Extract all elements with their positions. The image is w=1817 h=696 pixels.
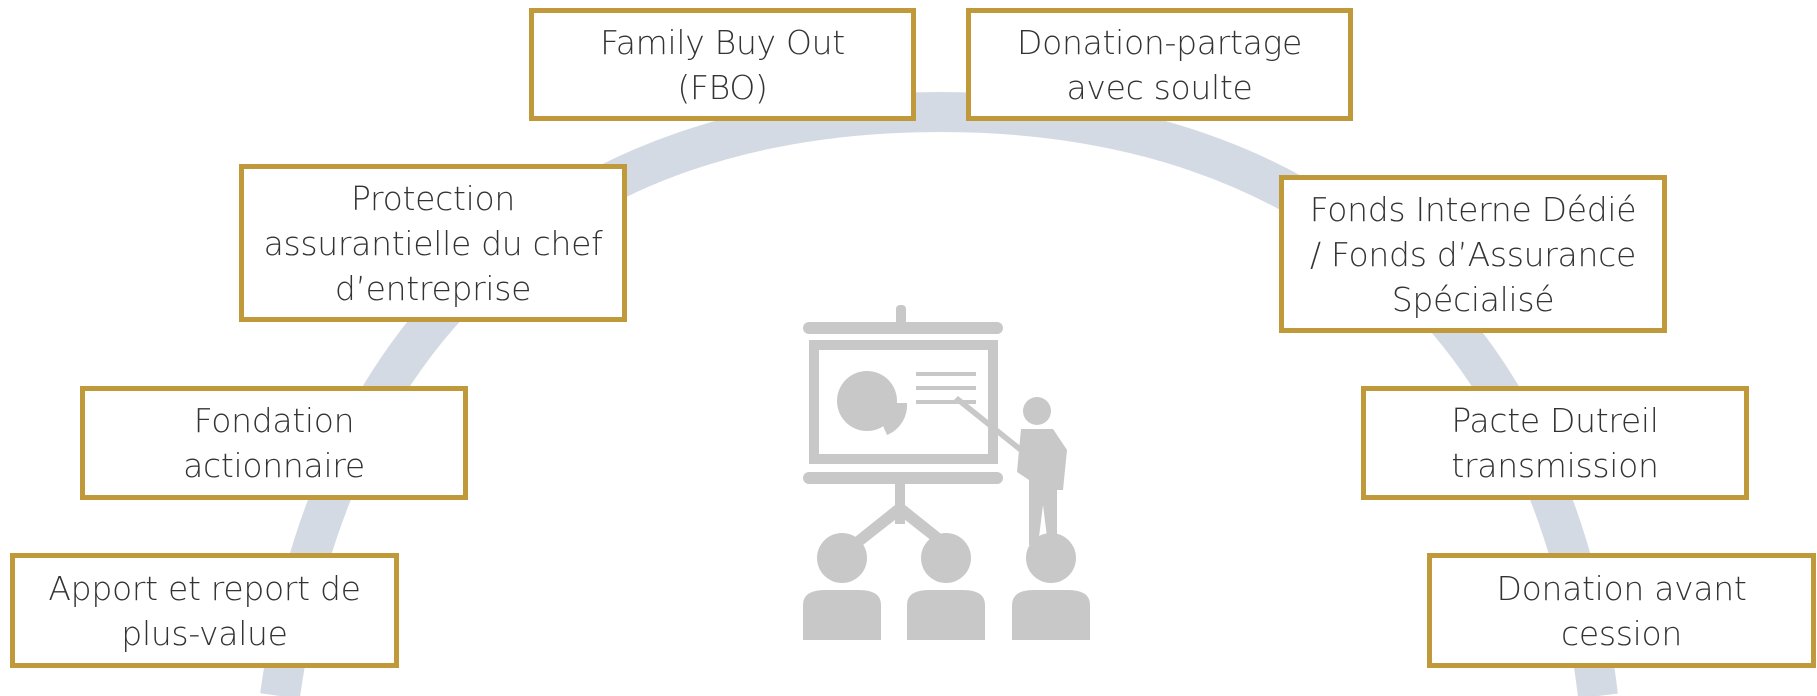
- board-line-3: [916, 400, 976, 404]
- box-apport-report: Apport et report de plus-value: [10, 553, 399, 668]
- box-label: Pacte Dutreil transmission: [1451, 401, 1659, 485]
- box-pacte-dutreil: Pacte Dutreil transmission: [1361, 386, 1749, 500]
- easel-leg-right: [895, 505, 945, 545]
- box-protection-assurantielle: Protection assurantielle du chef d’entre…: [239, 164, 627, 322]
- box-fondation-actionnaire: Fondation actionnaire: [80, 386, 468, 500]
- audience-head-2: [921, 533, 971, 583]
- box-label: Apport et report de plus-value: [48, 568, 361, 653]
- box-label: Fonds Interne Dédié / Fonds d’Assurance …: [1309, 189, 1637, 319]
- presenter-body: [1017, 429, 1067, 545]
- board-line-1: [916, 372, 976, 376]
- audience-body-2: [907, 590, 985, 640]
- easel-leg-center: [895, 484, 905, 524]
- board-line-2: [916, 386, 976, 390]
- presenter-head: [1023, 397, 1051, 425]
- audience-body-3: [1012, 590, 1090, 640]
- box-label: Protection assurantielle du chef d’entre…: [263, 178, 603, 308]
- easel-hanger: [896, 305, 906, 325]
- easel-top-rail: [803, 322, 1003, 334]
- box-label: Fondation actionnaire: [183, 401, 365, 485]
- audience-body-1: [803, 590, 881, 640]
- audience-head-3: [1026, 533, 1076, 583]
- pie-slice: [873, 403, 908, 435]
- box-label: Donation avant cession: [1496, 568, 1747, 653]
- easel-bottom-rail: [803, 472, 1003, 484]
- box-donation-partage: Donation-partage avec soulte: [966, 8, 1353, 121]
- audience-head-1: [817, 533, 867, 583]
- presentation-audience-icon: [803, 305, 1090, 640]
- box-label: Donation-partage avec soulte: [1016, 22, 1303, 107]
- box-family-buy-out: Family Buy Out (FBO): [529, 8, 916, 121]
- easel-leg-left: [855, 505, 905, 545]
- pointer-stick: [954, 396, 1023, 452]
- box-label: Family Buy Out (FBO): [600, 22, 845, 107]
- box-donation-avant-cession: Donation avant cession: [1427, 553, 1816, 668]
- box-fonds-interne-dedie: Fonds Interne Dédié / Fonds d’Assurance …: [1279, 175, 1667, 333]
